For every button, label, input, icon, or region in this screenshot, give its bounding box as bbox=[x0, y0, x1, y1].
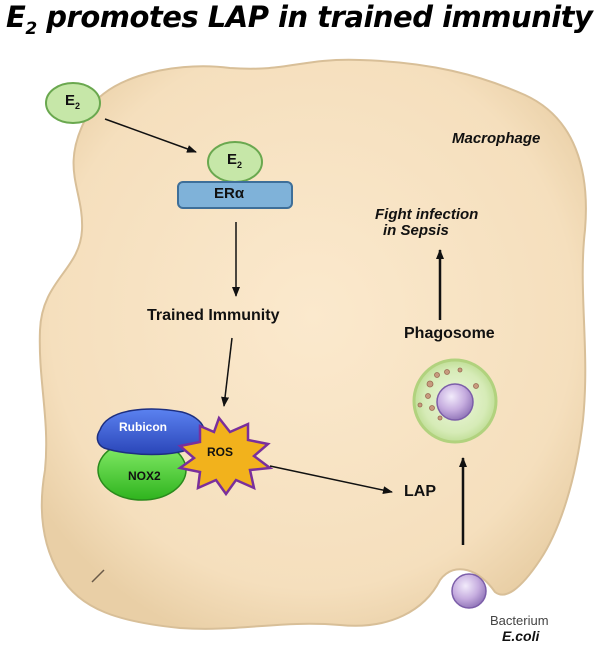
e2-bound-label: E2 bbox=[227, 151, 243, 170]
fight-infection-line1: Fight infection bbox=[375, 206, 479, 223]
nox2-label: NOX2 bbox=[128, 469, 161, 483]
arrow-e2-to-receptor bbox=[104, 118, 197, 153]
title-e: E bbox=[6, 0, 26, 34]
arrow-trained-to-ros bbox=[221, 337, 233, 407]
figure-title: E2 promotes LAP in trained immunity bbox=[6, 0, 598, 46]
lap-label: LAP bbox=[404, 483, 436, 500]
arrow-ros-to-lap bbox=[269, 465, 393, 495]
phagosome-bacterium bbox=[436, 383, 474, 421]
ros-label: ROS bbox=[207, 445, 234, 459]
e2-free-label: E2 bbox=[65, 92, 81, 111]
title-subscript: 2 bbox=[25, 19, 37, 39]
cell-edge-notch bbox=[91, 569, 105, 583]
e2-free-molecule bbox=[45, 82, 101, 124]
bacterium-label: Bacterium bbox=[490, 613, 549, 628]
e2-bound-letter: E bbox=[227, 151, 238, 168]
title-rest: promotes LAP in trained immunity bbox=[36, 0, 593, 34]
ros-burst bbox=[176, 415, 274, 497]
e2-bound-sub: 2 bbox=[237, 160, 243, 170]
receptor-label: ERα bbox=[214, 185, 245, 202]
trained-immunity-label: Trained Immunity bbox=[147, 307, 280, 324]
macrophage-label: Macrophage bbox=[452, 130, 541, 147]
era-receptor bbox=[177, 181, 293, 209]
ecoli-label: E.coli bbox=[502, 628, 540, 644]
phagosome-label: Phagosome bbox=[404, 325, 495, 342]
e2-free-sub: 2 bbox=[75, 101, 81, 111]
e2-free-letter: E bbox=[65, 92, 76, 109]
bacterium-ecoli bbox=[451, 573, 487, 609]
phagosome-granules bbox=[417, 367, 479, 421]
fight-infection-line2: in Sepsis bbox=[383, 222, 449, 239]
rubicon-label: Rubicon bbox=[119, 420, 167, 434]
